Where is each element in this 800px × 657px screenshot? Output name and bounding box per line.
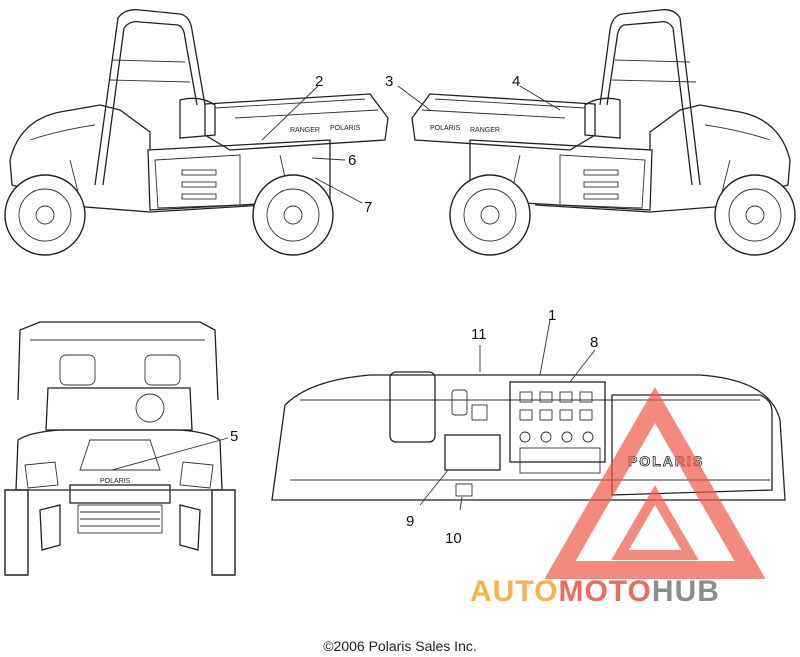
callout-9: 9 [406, 513, 414, 530]
watermark-hub: HUB [651, 575, 720, 608]
watermark-text: AUTOMOTOHUB [470, 575, 720, 609]
vehicle-front-view: POLARIS [4, 321, 236, 576]
callout-2: 2 [315, 73, 323, 90]
callout-5: 5 [230, 428, 238, 445]
watermark-auto: AUTO [470, 575, 559, 608]
callout-10: 10 [445, 530, 462, 547]
callout-3: 3 [385, 73, 393, 90]
decal-polaris-front: POLARIS [100, 478, 131, 485]
dashboard-view: POLARIS [271, 319, 786, 511]
callout-labels: 2 3 4 6 7 5 11 1 8 9 10 [230, 73, 598, 547]
decal-polaris-left: POLARIS [330, 125, 361, 132]
callout-11: 11 [471, 326, 487, 343]
copyright-text: ©2006 Polaris Sales Inc. [323, 638, 477, 654]
callout-7: 7 [364, 199, 372, 216]
callout-1: 1 [548, 307, 556, 324]
callout-4: 4 [512, 73, 520, 90]
vehicle-right-side-view: RANGER POLARIS [397, 9, 796, 256]
vehicle-left-side-view: RANGER POLARIS [4, 9, 389, 256]
watermark-logo [544, 386, 766, 579]
decal-polaris-right: POLARIS [430, 125, 461, 132]
watermark-moto: MOTO [558, 575, 652, 608]
decal-ranger-left: RANGER [290, 127, 320, 134]
callout-8: 8 [590, 334, 598, 351]
callout-6: 6 [348, 152, 356, 169]
decal-ranger-right: RANGER [470, 127, 500, 134]
